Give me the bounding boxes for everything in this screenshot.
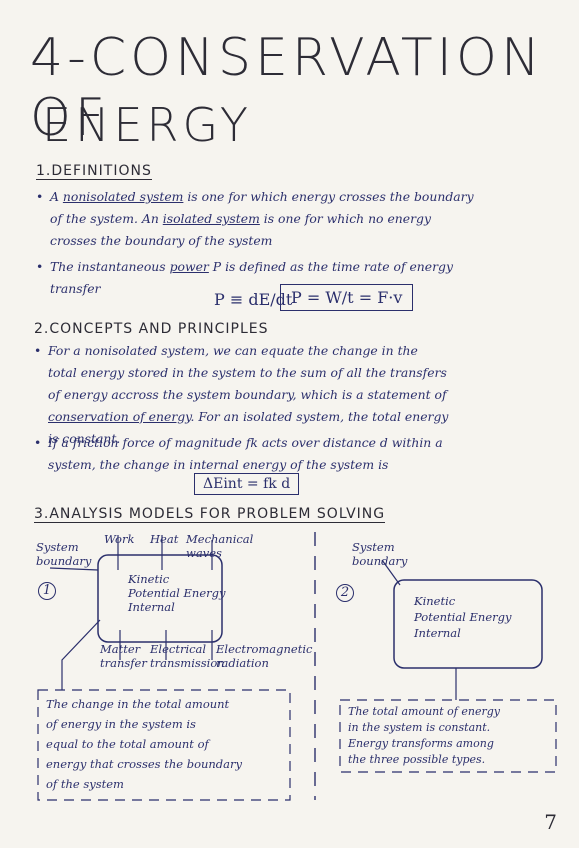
term-nonisolated: nonisolated system (62, 189, 184, 204)
page-number: 7 (544, 810, 557, 834)
term-isolated: isolated system (162, 211, 260, 226)
internal-energy-formula-box: ΔEint = fk d (194, 473, 300, 495)
system-boundary-label-right: System boundary (352, 540, 408, 568)
text: total energy stored in the system to the… (48, 365, 447, 380)
text: is one for which energy crosses the boun… (183, 189, 474, 204)
right-box-line-3: Internal (414, 626, 461, 640)
heading-text: 3.ANALYSIS MODELS FOR PROBLEM SOLVING (34, 506, 386, 523)
definition-bullet-2: The instantaneous power P is defined as … (36, 256, 560, 300)
text: A (50, 189, 63, 204)
left-note: The change in the total amount of energy… (46, 694, 286, 794)
text: crosses the boundary of the system (50, 233, 273, 248)
note-line: Energy transforms among (348, 737, 494, 750)
text: The instantaneous (50, 259, 170, 274)
text: transfer (50, 281, 101, 296)
text: is one for which no energy (259, 211, 431, 226)
left-box-line-2: Potential Energy (128, 586, 226, 600)
text: For a nonisolated system, we can equate … (48, 343, 418, 358)
section-heading-concepts: 2.CONCEPTS AND PRINCIPLES (34, 321, 269, 337)
note-line: the three possible types. (348, 753, 486, 766)
input-mechanical-waves: Mechanical waves (186, 532, 254, 560)
left-box-line-3: Internal (128, 600, 175, 614)
term-conservation: conservation of energy (48, 409, 191, 424)
title-line-2: ENERGY (42, 98, 252, 152)
input-electromagnetic-radiation: Electromagnetic radiation (216, 642, 313, 670)
term-power: power (169, 259, 209, 274)
note-line: The total amount of energy (348, 705, 500, 718)
section-heading-definitions: 1.DEFINITIONS (36, 163, 152, 180)
right-box-line-2: Potential Energy (414, 610, 512, 624)
input-work: Work (104, 532, 135, 546)
left-box-line-1: Kinetic (128, 572, 170, 586)
note-line: energy that crosses the boundary (46, 757, 243, 771)
text: . For an isolated system, the total ener… (190, 409, 449, 424)
input-electrical-transmission: Electrical transmission (150, 642, 225, 670)
title-line-1: 4-CONSERVATION OF (30, 28, 544, 148)
heading-text: 2.CONCEPTS AND PRINCIPLES (34, 321, 269, 337)
text: system, the change in internal energy of… (48, 457, 389, 472)
concept-bullet-2: If a friction force of magnitude fk acts… (34, 432, 566, 476)
diagram-number-2: 2 (336, 584, 354, 602)
note-line: The change in the total amount (46, 697, 230, 711)
input-heat: Heat (150, 532, 179, 546)
power-formula-box: P = W/t = F·v (280, 284, 414, 311)
note-line: of energy in the system is (46, 717, 196, 731)
note-line: equal to the total amount of (46, 737, 209, 751)
right-note: The total amount of energy in the system… (348, 704, 554, 768)
text: of the system. An (50, 211, 163, 226)
note-line: of the system (46, 777, 124, 791)
diagram-number-1: 1 (38, 582, 56, 600)
section-heading-analysis: 3.ANALYSIS MODELS FOR PROBLEM SOLVING (34, 506, 386, 523)
note-line: in the system is constant. (348, 721, 491, 734)
text: P is defined as the time rate of energy (208, 259, 453, 274)
system-boundary-label-left: System boundary (36, 540, 92, 568)
right-box-line-1: Kinetic (414, 594, 456, 608)
input-matter-transfer: Matter transfer (100, 642, 147, 670)
text: of energy accross the system boundary, w… (48, 387, 447, 402)
power-formula: P ≡ dE/dt (214, 290, 293, 309)
heading-text: 1.DEFINITIONS (36, 163, 152, 180)
definition-bullet-1: A nonisolated system is one for which en… (36, 186, 560, 252)
text: If a friction force of magnitude fk acts… (48, 435, 443, 450)
